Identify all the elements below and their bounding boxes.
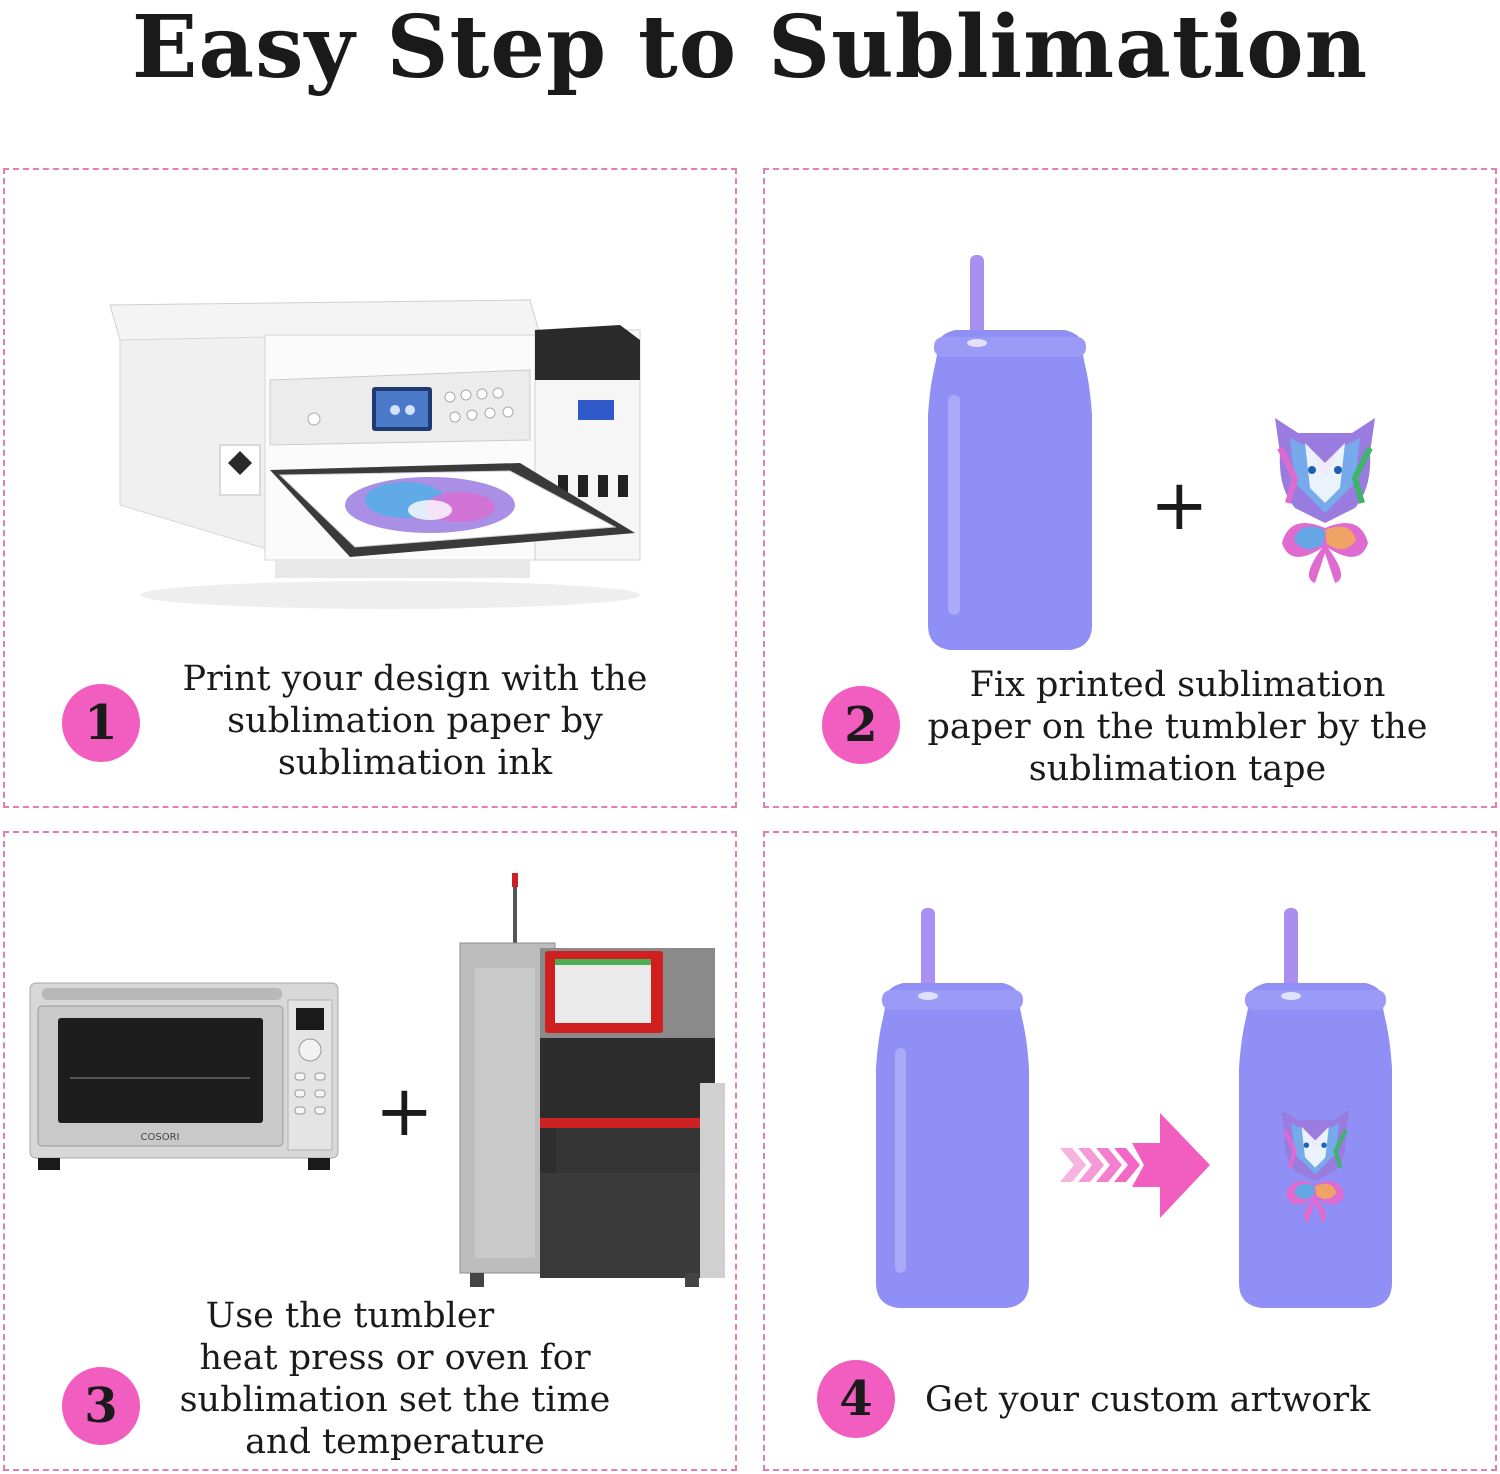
caption-line: sublimation paper by [227, 701, 603, 741]
step-number-badge: 2 [822, 686, 900, 764]
decorated-tumbler-image [1239, 908, 1392, 1308]
toaster-oven-image: COSORI [29, 982, 339, 1170]
tumbler-image [876, 908, 1029, 1308]
tiger-butterfly-design-image [1281, 1109, 1350, 1222]
caption-line: and temperature [245, 1422, 545, 1462]
step-number-badge: 1 [62, 684, 140, 762]
step-caption: Use the tumbler heat press or oven for s… [155, 1295, 635, 1463]
caption-line: Fix printed sublimation [969, 665, 1386, 705]
step-caption: Get your custom artwork [925, 1379, 1385, 1421]
caption-line: Use the tumbler [205, 1296, 495, 1336]
tumbler-image [928, 255, 1092, 650]
step-caption: Print your design with the sublimation p… [145, 658, 685, 784]
caption-line: sublimation ink [277, 743, 553, 783]
step-2-panel: + 2 Fix printed sublimation paper on the… [763, 168, 1497, 808]
page-title: Easy Step to Sublimation [131, 0, 1369, 98]
heat-press-machine-image [459, 873, 725, 1287]
step-number-badge: 4 [817, 1360, 895, 1438]
step-4-panel: 4 Get your custom artwork [763, 831, 1497, 1471]
step-caption: Fix printed sublimation paper on the tum… [920, 664, 1435, 790]
tiger-butterfly-design-image [1275, 418, 1375, 583]
step-3-panel: COSORI + 3 Use the tumbler heat press or… [3, 831, 737, 1471]
step-1-panel: 1 Print your design with the sublimation… [3, 168, 737, 808]
plus-icon: + [375, 1070, 434, 1152]
printer-image [109, 299, 641, 609]
oven-brand-label: COSORI [141, 1132, 180, 1143]
caption-line: paper on the tumbler by the [927, 707, 1428, 747]
plus-icon: + [1150, 464, 1209, 546]
caption-line: Get your custom artwork [925, 1380, 1371, 1420]
caption-line: sublimation tape [1028, 749, 1327, 789]
caption-line: heat press or oven for [199, 1338, 591, 1378]
step-number-badge: 3 [62, 1367, 140, 1445]
caption-line: sublimation set the time [179, 1380, 611, 1420]
right-arrow-icon [1060, 1113, 1210, 1218]
caption-line: Print your design with the [182, 659, 648, 699]
